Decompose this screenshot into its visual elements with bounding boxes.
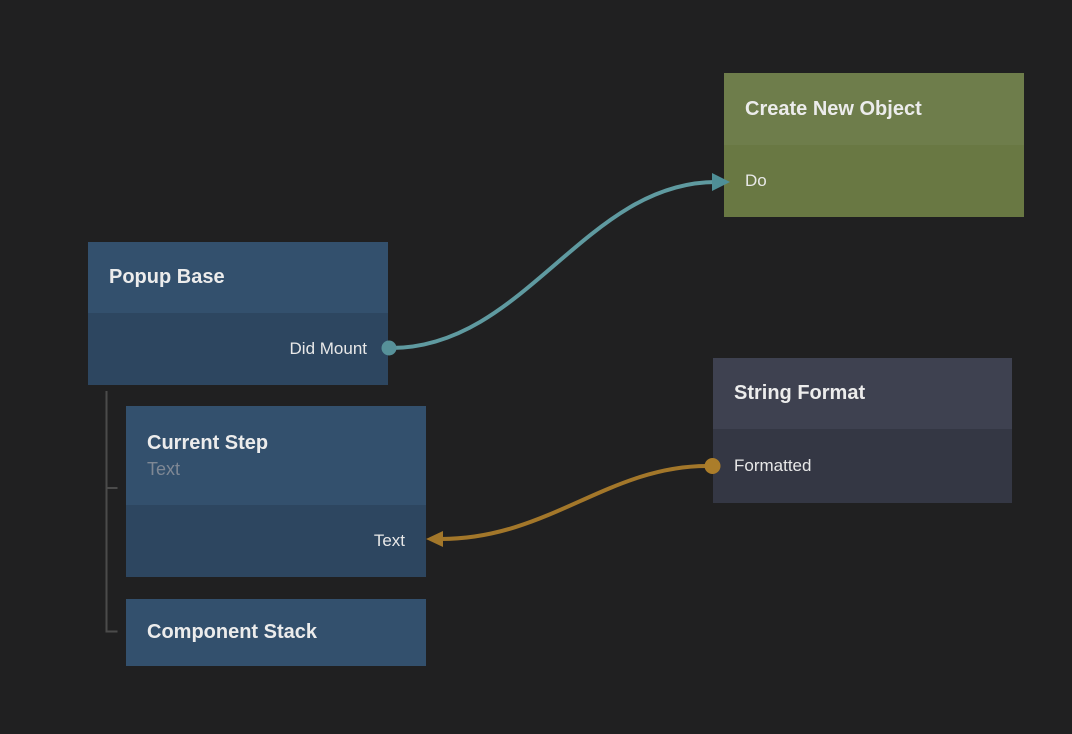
node-popup-base[interactable]: Popup Base Did Mount	[88, 242, 388, 385]
port-text-input[interactable]: Text	[126, 505, 426, 577]
signal-wire-did-mount-to-do[interactable]	[389, 180, 718, 350]
node-component-stack[interactable]: Component Stack	[126, 599, 426, 666]
port-do[interactable]: Do	[724, 145, 1024, 217]
node-component-stack-header[interactable]: Component Stack	[126, 599, 426, 666]
port-did-mount[interactable]: Did Mount	[88, 313, 388, 385]
data-wire-formatted-to-text[interactable]	[439, 464, 709, 541]
node-current-step-header[interactable]: Current Step Text	[126, 406, 426, 505]
node-create-new-object-header[interactable]: Create New Object	[724, 73, 1024, 145]
node-subtitle: Text	[147, 458, 181, 479]
node-title: Component Stack	[147, 621, 318, 643]
node-string-format[interactable]: String Format Formatted	[713, 358, 1012, 503]
node-title: String Format	[734, 382, 866, 404]
node-title: Popup Base	[109, 266, 225, 288]
arrow-left-icon[interactable]	[426, 531, 443, 547]
port-did-mount-label: Did Mount	[289, 339, 367, 358]
hierarchy-line	[105, 391, 118, 633]
node-create-new-object-body: Do	[724, 145, 1024, 217]
port-formatted[interactable]: Formatted	[713, 429, 1012, 503]
node-popup-base-body: Did Mount	[88, 313, 388, 385]
port-do-label: Do	[745, 171, 767, 190]
node-string-format-body: Formatted	[713, 429, 1012, 503]
node-current-step[interactable]: Current Step Text Text	[126, 406, 426, 577]
node-string-format-header[interactable]: String Format	[713, 358, 1012, 429]
node-current-step-body: Text	[126, 505, 426, 577]
port-formatted-label: Formatted	[734, 456, 812, 475]
port-text-input-label: Text	[373, 531, 405, 550]
node-create-new-object[interactable]: Create New Object Do	[724, 73, 1024, 217]
node-title: Create New Object	[745, 97, 922, 120]
node-title: Current Step	[147, 431, 269, 454]
node-popup-base-header[interactable]: Popup Base	[88, 242, 388, 313]
